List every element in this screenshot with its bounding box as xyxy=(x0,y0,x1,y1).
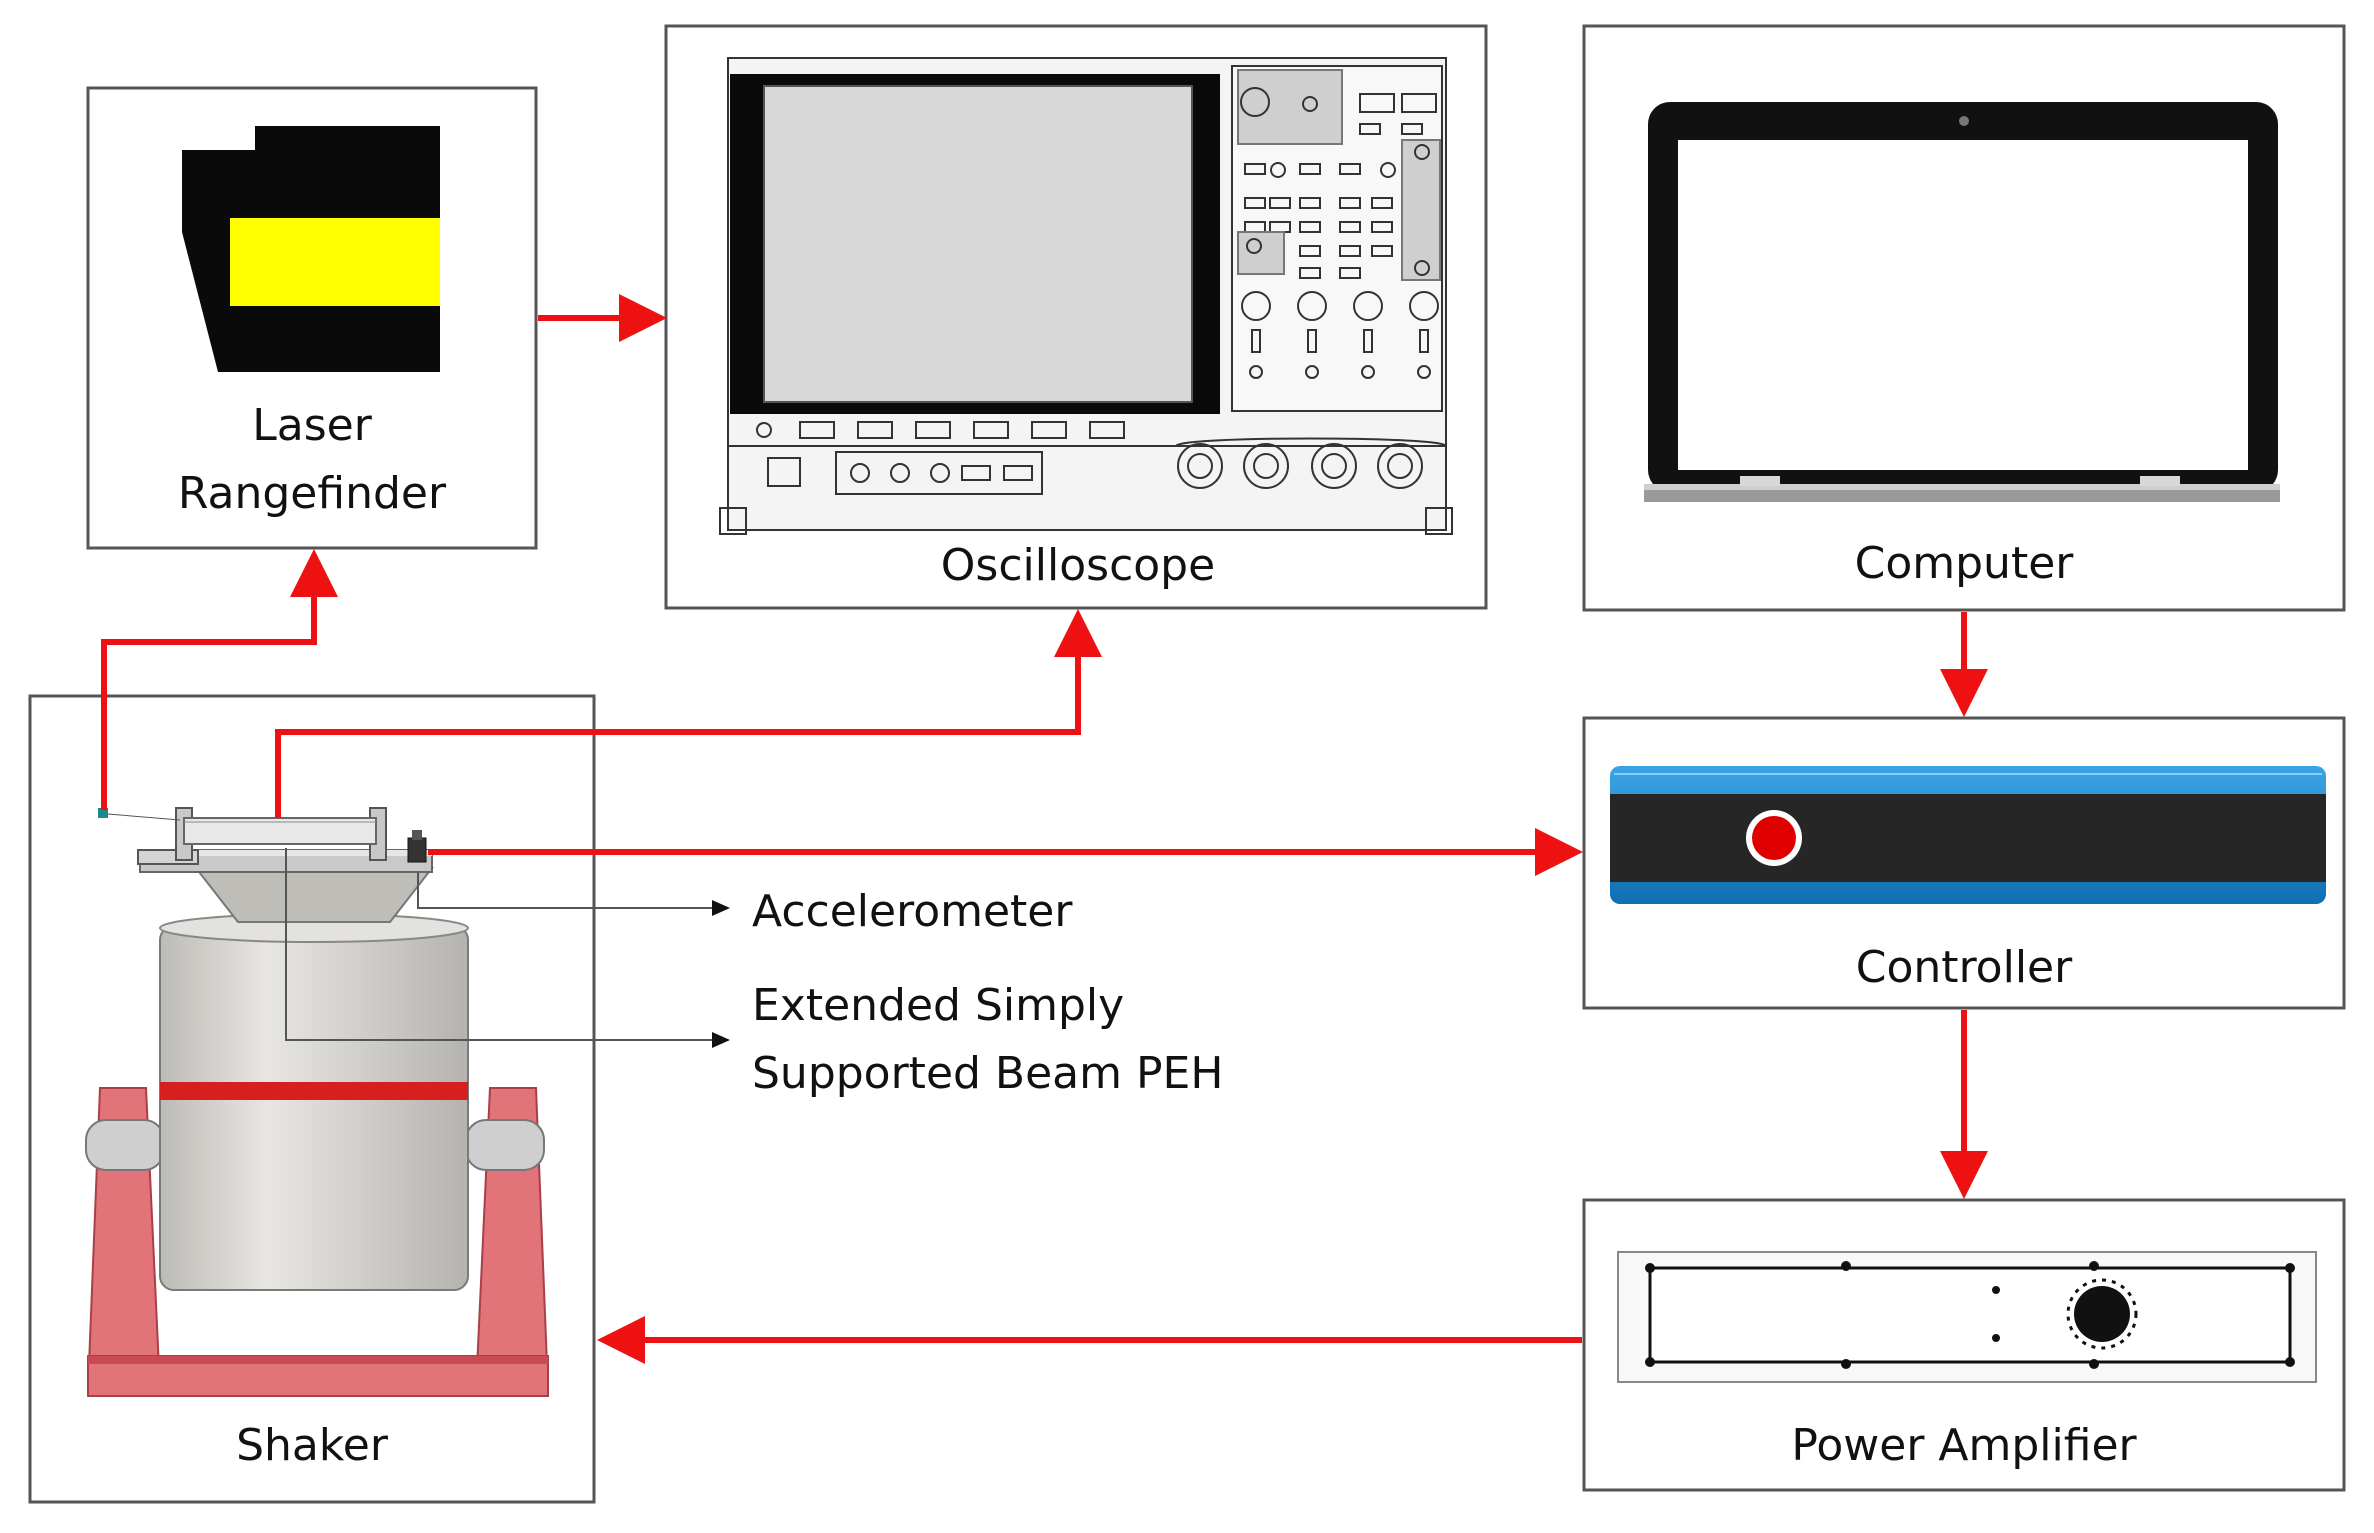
power-amplifier-label: Power Amplifier xyxy=(1791,1420,2137,1471)
shaker-block: Shaker xyxy=(28,694,596,1504)
laser-label-line2: Rangefinder xyxy=(178,468,447,519)
signal-connections xyxy=(101,294,1988,1364)
beam-leader xyxy=(285,848,730,1048)
accelerometer-leader xyxy=(417,872,730,916)
controller-icon xyxy=(1610,766,2326,904)
laser-rangefinder-block: Laser Rangefinder xyxy=(86,86,538,550)
arrow-accelerometer-to-oscilloscope xyxy=(275,609,1102,818)
beam-label-line2: Supported Beam PEH xyxy=(752,1048,1223,1099)
controller-label: Controller xyxy=(1856,942,2073,993)
laser-rangefinder-icon xyxy=(182,126,440,372)
laser-label-line1: Laser xyxy=(252,400,372,451)
arrow-beam-to-rangefinder xyxy=(101,549,338,810)
oscilloscope-icon xyxy=(719,57,1453,535)
controller-block: Controller xyxy=(1582,716,2346,1010)
annotation-leaders xyxy=(285,848,730,1048)
power-amplifier-block: Power Amplifier xyxy=(1582,1198,2346,1492)
beam-label-line1: Extended Simply xyxy=(752,980,1124,1031)
computer-block: Computer xyxy=(1582,24,2346,612)
shaker-label: Shaker xyxy=(236,1420,389,1471)
power-amplifier-icon xyxy=(1617,1251,2317,1383)
oscilloscope-label: Oscilloscope xyxy=(941,540,1215,591)
laptop-icon xyxy=(1644,102,2280,502)
computer-label: Computer xyxy=(1855,538,2075,589)
oscilloscope-block: Oscilloscope xyxy=(664,24,1488,610)
shaker-icon xyxy=(85,807,550,1397)
accelerometer-label: Accelerometer xyxy=(752,886,1073,937)
